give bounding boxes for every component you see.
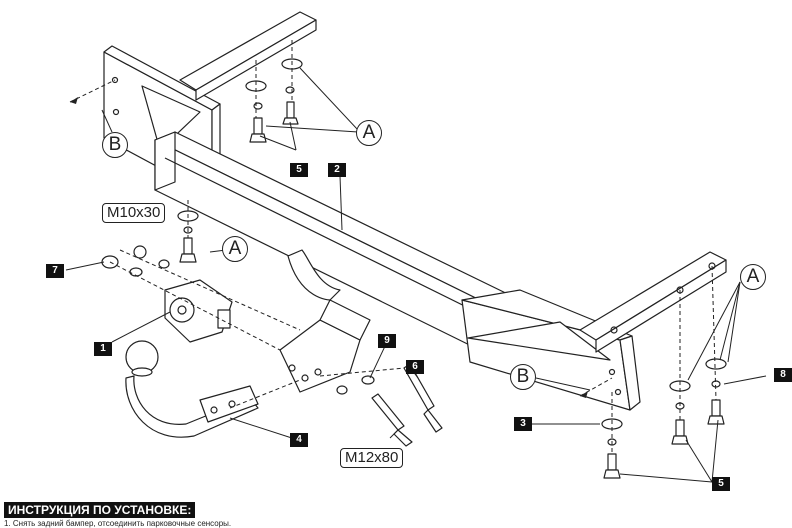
top-fasteners: [245, 58, 303, 143]
callout-3: 3: [514, 417, 532, 431]
label-a-mid: A: [222, 236, 248, 262]
callout-1: 1: [94, 342, 112, 356]
callout-8: 8: [774, 368, 792, 382]
left-fasteners: [101, 245, 170, 277]
spec-m12x80: M12x80: [340, 448, 404, 468]
callout-7: 7: [46, 264, 64, 278]
callout-2: 2: [328, 163, 346, 177]
center-drop-bracket: [279, 249, 371, 393]
spec-m10x30: M10x30: [102, 203, 166, 223]
socket-plate: [164, 279, 233, 343]
callout-6: 6: [406, 360, 424, 374]
label-b-right: B: [510, 364, 536, 390]
label-b-left: B: [102, 132, 128, 158]
callout-9: 9: [378, 334, 396, 348]
bolt-m12: [336, 363, 443, 447]
instructions-title: ИНСТРУКЦИЯ ПО УСТАНОВКЕ:: [4, 502, 196, 518]
tow-ball: [125, 340, 259, 438]
label-a-right: A: [740, 264, 766, 290]
callout-5-top: 5: [290, 163, 308, 177]
right-fasteners: [601, 358, 727, 479]
left-gusset: [141, 85, 201, 151]
right-gusset: [467, 321, 611, 361]
instructions-step-1: 1. Снять задний бампер, отсоединить парк…: [4, 519, 232, 528]
label-a-top: A: [356, 120, 382, 146]
right-arm: [579, 251, 727, 353]
callout-4: 4: [290, 433, 308, 447]
callout-5-bottom: 5: [712, 477, 730, 491]
